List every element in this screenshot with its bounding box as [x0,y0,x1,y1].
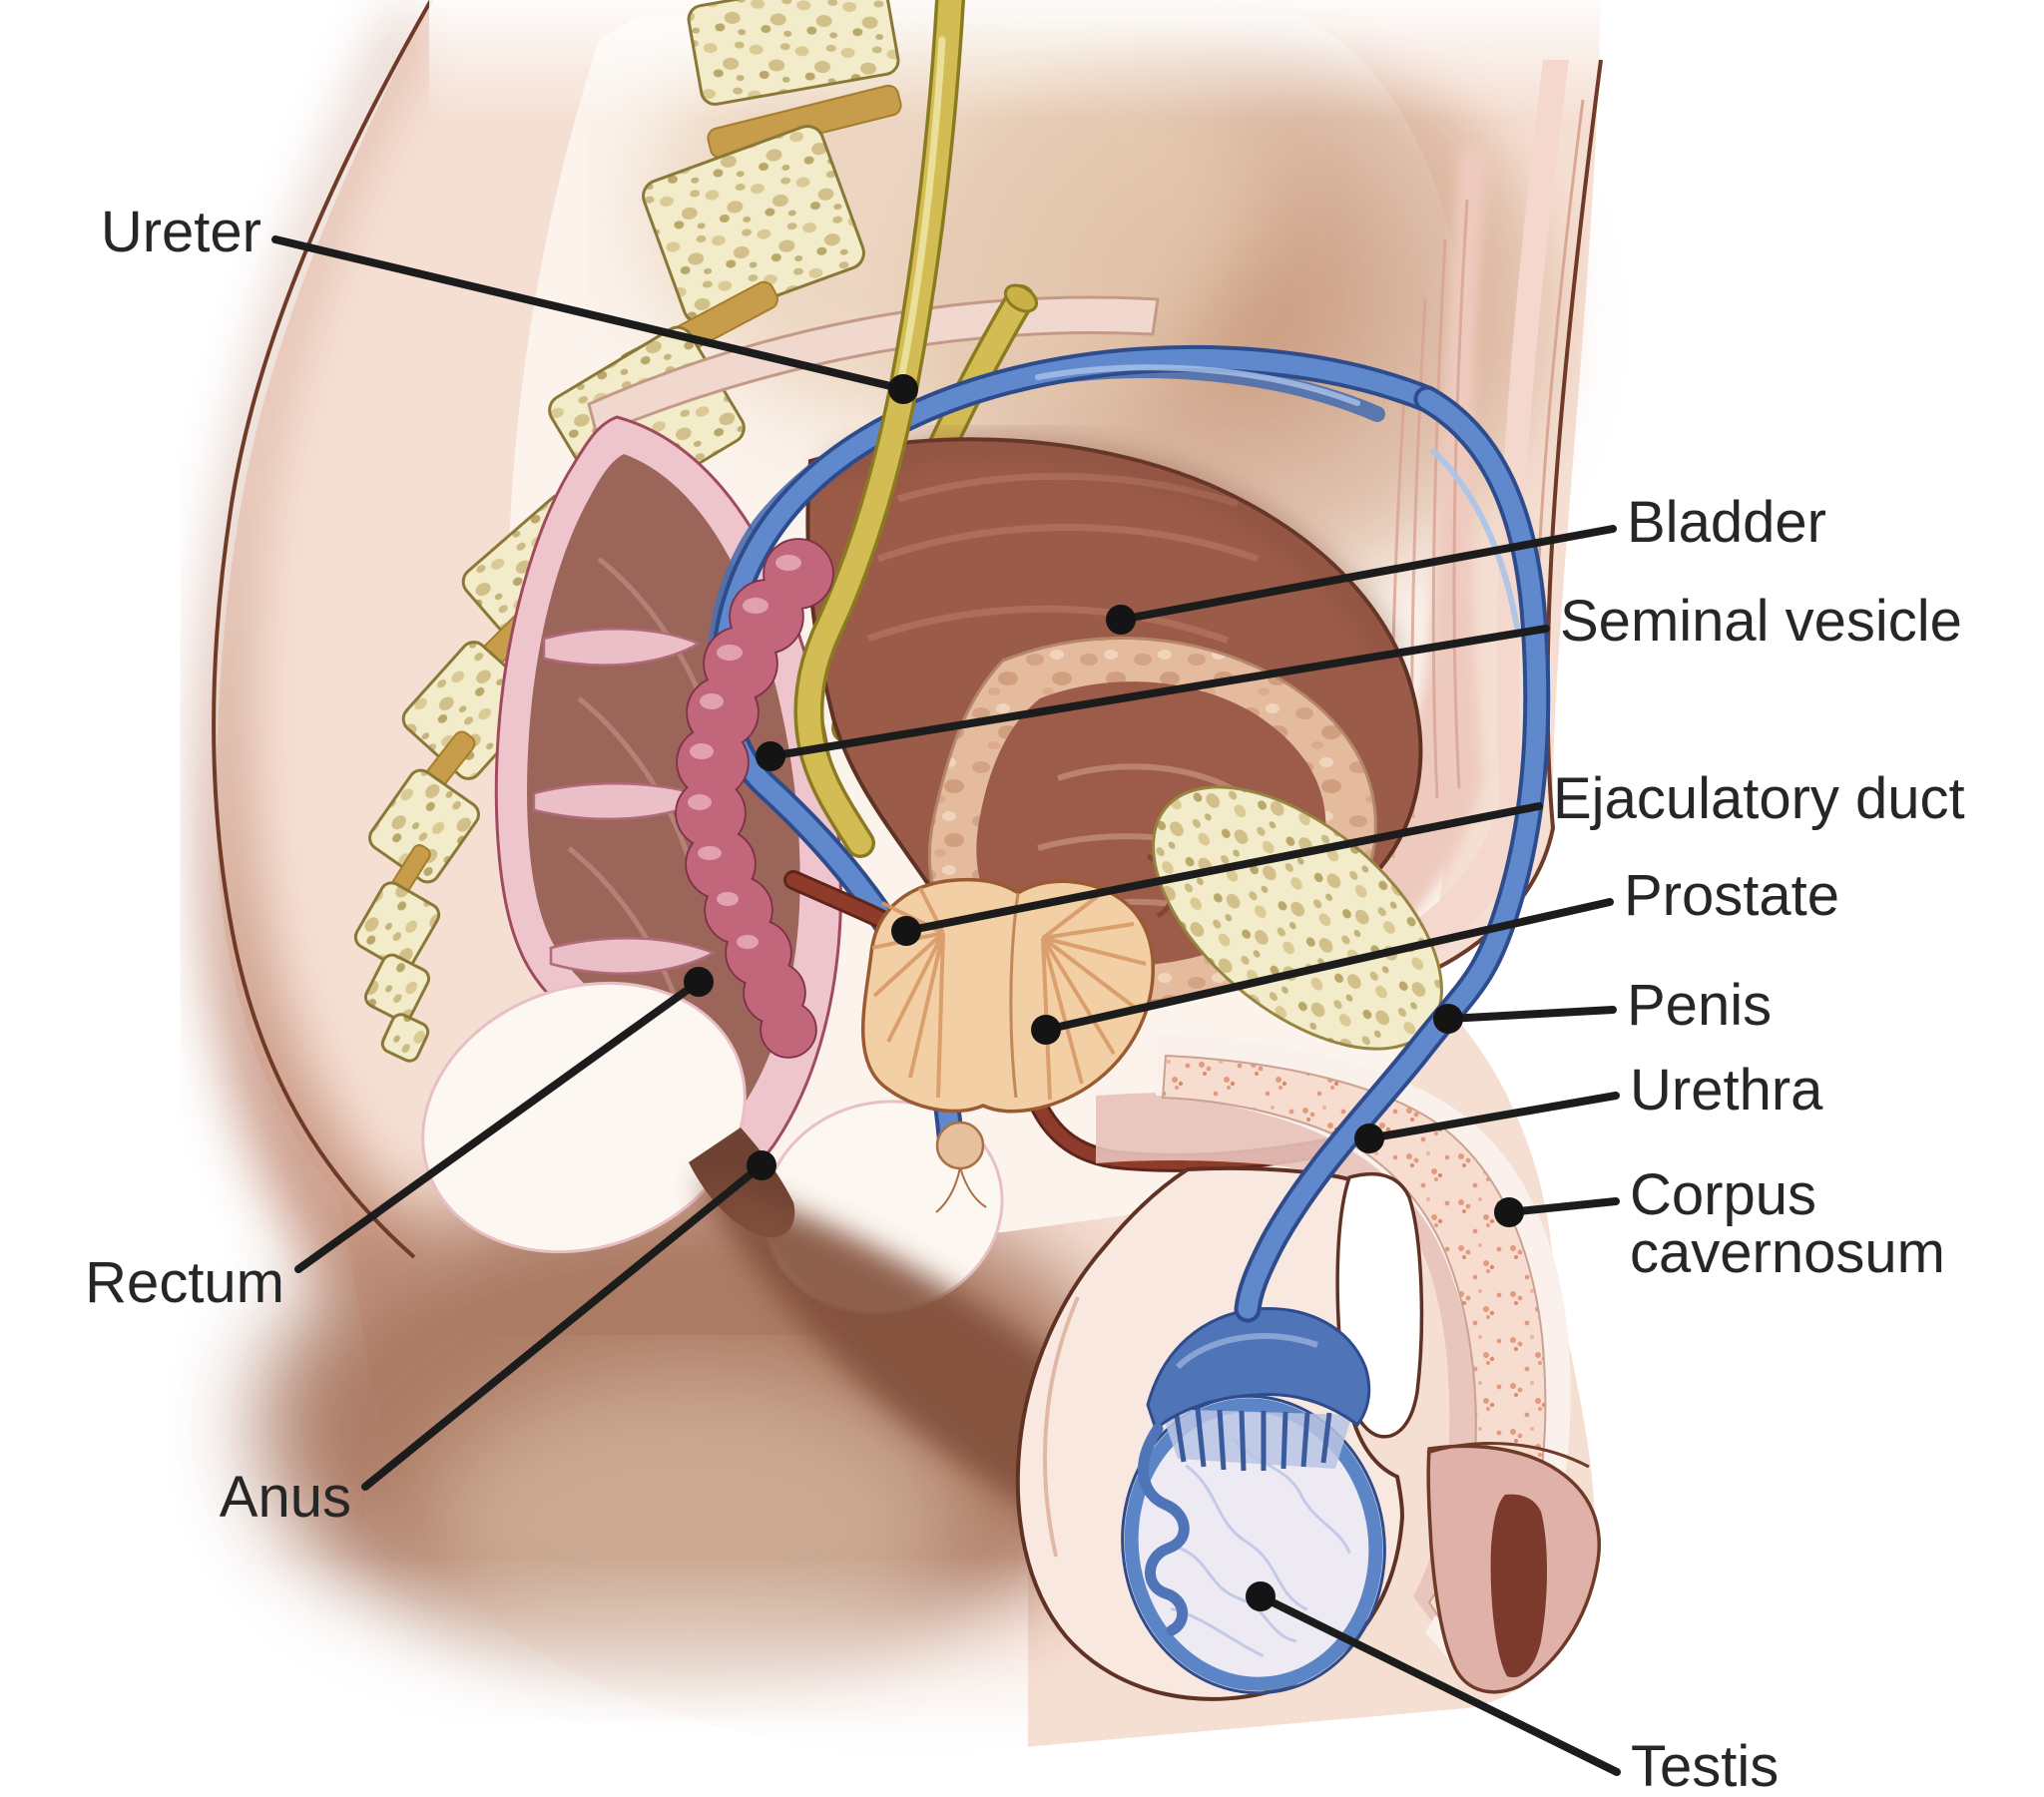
testis-body [1124,1398,1383,1691]
label-ureter: Ureter [101,200,261,264]
ureter-tube [793,0,965,858]
label-corpus: Corpus [1630,1162,1816,1227]
dot-ejaculatory-duct [891,916,921,946]
dot-prostate [1031,1015,1061,1045]
label-seminal-vesicle: Seminal vesicle [1560,589,1962,654]
bottom-fade [0,1557,1028,1797]
label-cavernosum: cavernosum [1630,1220,1945,1285]
bladder-top-shade [825,438,1400,663]
epididymis-teeth [1173,1408,1332,1472]
top-fade [429,0,1617,120]
ureter-cut-end [1003,283,1039,313]
leader-ejaculatory-duct [902,802,1543,935]
abdominal-wall-band [1389,60,1569,970]
penis [1096,1034,1601,1694]
leader-seminal-vesicle [766,625,1550,760]
label-bladder: Bladder [1627,490,1826,555]
rectal-folds [532,628,717,975]
scrotum-innerline [1042,1296,1080,1558]
bulbourethral-branches [935,1166,987,1213]
prostate [860,877,1155,1213]
leader-urethra [1365,1092,1620,1142]
epididymis [1138,1307,1371,1636]
dot-testis [1246,1581,1276,1611]
prostate-striations [871,887,1147,1101]
abdominal-muscle [1325,150,1489,943]
leader-bladder [1117,525,1617,624]
glans-cut [1490,1494,1547,1678]
leader-prostate [1042,898,1614,1034]
leader-rectum [294,978,703,1273]
seminal-vesicle [675,538,834,1059]
prostate-cleft [1009,892,1020,1099]
label-anus: Anus [220,1465,351,1530]
label-testis: Testis [1631,1734,1779,1797]
dot-urethra [1354,1123,1384,1153]
label-rectum: Rectum [85,1250,284,1315]
label-penis: Penis [1627,973,1772,1038]
leader-penis [1444,1006,1617,1023]
label-prostate: Prostate [1624,863,1839,928]
dot-penis [1433,1004,1463,1034]
dot-bladder [1106,605,1136,635]
testis-group [1121,1394,1386,1695]
buttock-shading [204,10,441,1327]
epididymis-head [1146,1307,1371,1432]
leader-corpus-cavernosum [1505,1197,1620,1216]
dot-seminal-vesicle [756,741,785,771]
label-ejaculatory-duct: Ejaculatory duct [1553,766,1965,831]
dot-anus [747,1150,776,1180]
leader-ureter [271,235,907,393]
dot-corpus-cavernosum [1494,1197,1524,1227]
epididymis-sheen [1175,1333,1319,1370]
back-outline [212,0,433,1259]
leader-anus [361,1161,766,1491]
bulbourethral-gland [935,1121,985,1170]
vesicle-highlights [688,555,801,949]
vas-coil [1138,1423,1190,1636]
label-urethra: Urethra [1630,1058,1823,1123]
glans-fold [1426,1442,1590,1469]
dot-ureter [888,374,918,404]
callouts: Ureter Bladder Seminal vesicle Ejaculato… [85,200,1964,1797]
leader-testis [1257,1592,1621,1776]
dot-rectum [684,967,714,997]
